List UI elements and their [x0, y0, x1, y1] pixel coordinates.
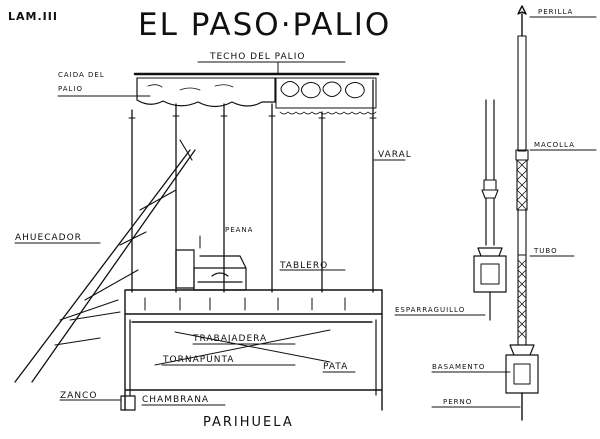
- label-macolla: MACOLLA: [534, 141, 575, 149]
- label-zanco: ZANCO: [60, 391, 97, 401]
- label-perilla: PERILLA: [538, 8, 573, 16]
- label-parihuela: PARIHUELA: [203, 415, 294, 430]
- label-tornapunta: TORNAPUNTA: [162, 355, 234, 365]
- parihuela: [120, 313, 383, 411]
- caida-del-palio: [136, 77, 276, 108]
- label-trabajadera: TRABAJADERA: [192, 334, 267, 344]
- label-tablero: TABLERO: [279, 261, 328, 271]
- label-basamento: BASAMENTO: [432, 363, 485, 371]
- page-title: EL PASO·PALIO: [138, 7, 391, 43]
- peana: [175, 249, 247, 291]
- plate-number: LAM.III: [8, 10, 58, 23]
- caida-ornament: [275, 77, 377, 115]
- tablero: [124, 289, 383, 315]
- label-varal: VARAL: [378, 150, 412, 160]
- varal-detail: [505, 5, 539, 421]
- varales: [128, 79, 377, 293]
- label-tubo: TUBO: [533, 247, 558, 255]
- ahuecador: [14, 139, 196, 383]
- label-pata: PATA: [323, 362, 348, 372]
- label-esparraguillo: ESPARRAGUILLO: [395, 306, 465, 314]
- label-chambrana: CHAMBRANA: [142, 395, 209, 405]
- label-peana: PEANA: [225, 226, 253, 234]
- varal-left-detail: [473, 99, 507, 321]
- label-caida-1: CAIDA DEL: [58, 71, 105, 79]
- leaders: [14, 16, 597, 408]
- techo-del-palio: [133, 61, 380, 79]
- label-perno: PERNO: [443, 398, 472, 406]
- label-techo: TECHO DEL PALIO: [209, 52, 305, 62]
- label-caida-2: PALIO: [58, 85, 83, 93]
- label-ahuecador: AHUECADOR: [15, 233, 82, 243]
